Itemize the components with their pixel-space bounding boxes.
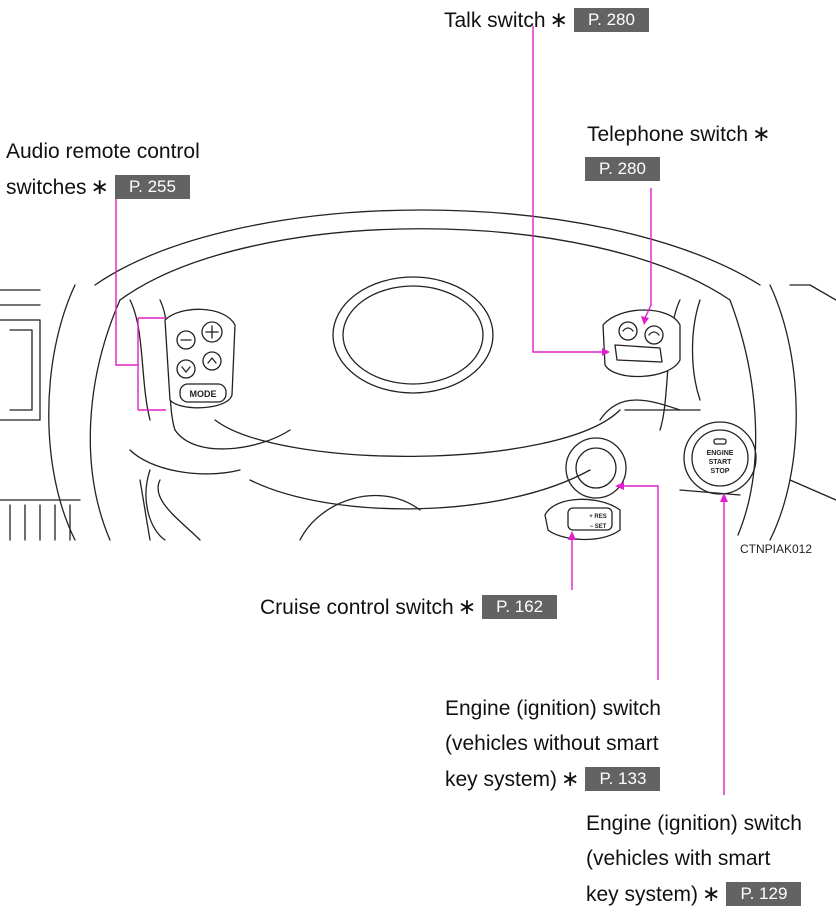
image-code: CTNPIAK012	[740, 542, 813, 556]
audio-panel-body	[164, 308, 236, 409]
telephone-leader	[644, 188, 652, 319]
wheel-rim-right-inner	[729, 299, 757, 536]
cruise-lever	[544, 498, 621, 541]
cruise-switch-text: Cruise control switch	[260, 596, 454, 619]
ignition-key-cylinder-outer	[565, 437, 627, 499]
seek-up-button	[202, 351, 222, 371]
mode-button-label: MODE	[190, 389, 217, 399]
mode-button	[179, 383, 227, 403]
seek-down-button	[176, 359, 196, 379]
asterisk-icon: ∗	[561, 766, 580, 791]
wheel-rim-left-inner	[89, 299, 121, 541]
talk-switch-text: Talk switch	[444, 9, 546, 32]
asterisk-icon: ∗	[90, 174, 109, 199]
talk-leader	[532, 26, 602, 353]
phone-on-hook-button	[644, 325, 664, 345]
talk-button	[614, 344, 663, 363]
asterisk-icon: ∗	[549, 7, 568, 32]
audio-leader	[115, 190, 166, 411]
engine-no-smart-label: key system)∗P. 133	[445, 766, 661, 792]
engine-no-smart-leader	[622, 485, 659, 680]
audio-switch-text: switches	[6, 176, 87, 199]
engine-no-smart-page-ref: P. 133	[585, 767, 661, 791]
engine-no-smart-line2: (vehicles without smart	[445, 732, 659, 755]
start-label: START	[709, 459, 733, 466]
wheel-rim-left	[48, 284, 76, 541]
engine-start-button-outer	[683, 421, 757, 495]
engine-label: ENGINE	[707, 450, 734, 457]
engine-smart-line1: Engine (ignition) switch	[586, 812, 802, 835]
asterisk-icon: ∗	[752, 121, 771, 146]
ignition-key-cylinder-inner	[575, 447, 617, 489]
asterisk-icon: ∗	[702, 881, 721, 906]
volume-down-button	[176, 330, 196, 350]
center-hub-outer	[332, 276, 494, 394]
telephone-switch-label: Telephone switch∗	[587, 122, 777, 147]
audio-switch-label-line1: Audio remote control	[6, 140, 200, 163]
center-hub-inner	[342, 285, 484, 385]
engine-smart-line3: key system)	[586, 883, 699, 906]
engine-smart-label: key system)∗P. 129	[586, 881, 802, 907]
audio-switch-page-ref: P. 255	[114, 175, 190, 199]
talk-switch-page-ref: P. 280	[573, 8, 649, 32]
talk-switch-label: Talk switch∗P. 280	[444, 8, 649, 33]
telephone-switch-text: Telephone switch	[587, 123, 749, 146]
stop-label: STOP	[711, 468, 730, 475]
phone-off-hook-button	[618, 321, 638, 341]
res-label: + RES	[589, 514, 607, 520]
set-label: − SET	[590, 524, 607, 530]
cruise-switch-label: Cruise control switch∗P. 162	[260, 594, 558, 620]
phone-panel-body	[602, 309, 681, 378]
volume-up-button	[201, 321, 223, 343]
audio-switch-label: switches∗P. 255	[6, 175, 190, 200]
leader-lines	[115, 26, 728, 795]
telephone-switch-page-ref: P. 280	[585, 157, 660, 181]
engine-start-button-inner	[691, 429, 749, 487]
engine-no-smart-line3: key system)	[445, 768, 558, 791]
asterisk-icon: ∗	[457, 594, 477, 619]
wheel-rim-right	[769, 284, 797, 541]
engine-smart-page-ref: P. 129	[726, 882, 802, 906]
engine-no-smart-line1: Engine (ignition) switch	[445, 697, 661, 720]
engine-smart-line2: (vehicles with smart	[586, 847, 771, 870]
cruise-switch-page-ref: P. 162	[482, 595, 558, 619]
